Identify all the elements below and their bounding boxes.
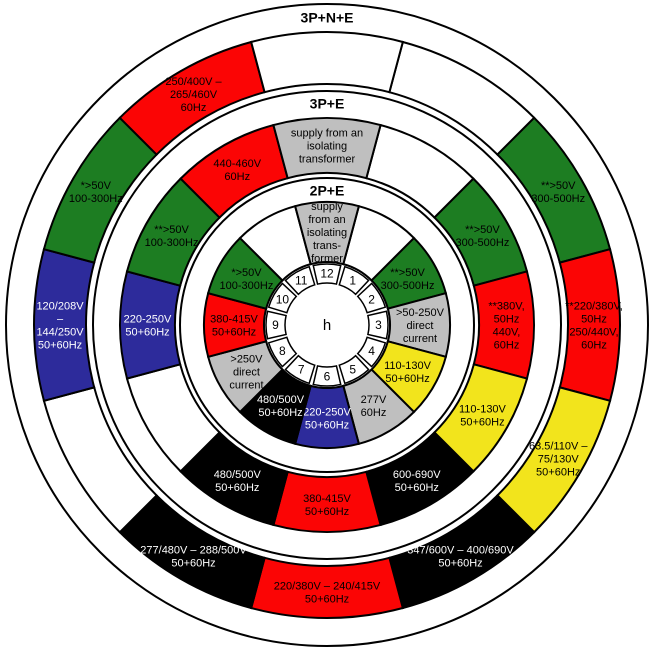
sector-2p-e-12 [293,201,361,266]
clock-number-1: 1 [349,273,356,287]
clock-cell-2 [356,282,387,314]
clock-number-3: 3 [375,318,382,332]
ring-circle-2p-e [179,177,475,473]
clock-cell-1 [338,265,370,296]
clock-cell-11 [284,265,316,296]
ring-label-3p-e: 3P+E [310,96,345,112]
clock-cell-6 [312,365,342,387]
clock-number-8: 8 [279,344,286,358]
clock-cell-10 [267,282,298,314]
ring-label-3p-n-e: 3P+N+E [301,10,354,26]
clock-cell-8 [267,336,298,368]
ring-label-2p-e: 2P+E [310,183,345,199]
clock-cell-9 [265,310,287,340]
clock-number-10: 10 [276,292,290,306]
clock-number-6: 6 [324,370,331,384]
ring-circle-3p-n-e [5,3,649,647]
sector-3p-n-e-12 [249,31,405,94]
clock-number-7: 7 [298,363,305,377]
clock-number-9: 9 [272,318,279,332]
sector-3p-e-12 [272,116,382,180]
clock-number-2: 2 [368,292,375,306]
sector-3p-n-e-9 [33,247,96,403]
clock-cell-4 [356,336,387,368]
center-hour-symbol: h [323,317,331,334]
clock-number-11: 11 [295,273,308,287]
clock-number-4: 4 [368,344,375,358]
clock-number-5: 5 [349,363,356,377]
clock-number-12: 12 [320,267,334,281]
clock-cell-3 [367,310,389,340]
ring-circle-3p-e [92,90,562,560]
clock-cell-5 [338,354,370,385]
clock-cell-7 [284,354,316,385]
clock-cell-12 [312,263,342,285]
